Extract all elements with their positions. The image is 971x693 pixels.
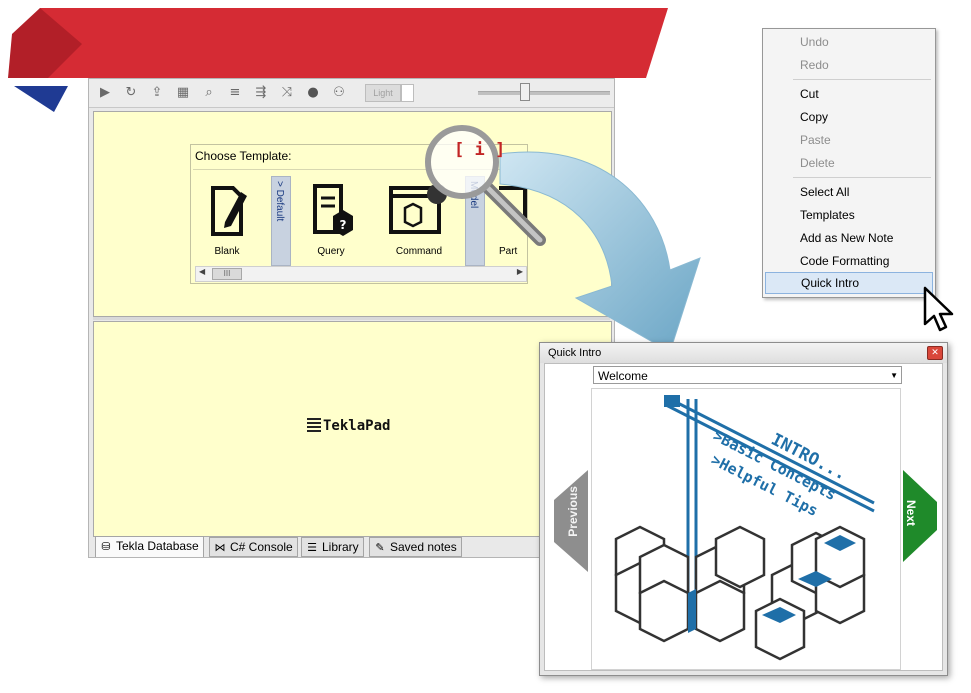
previous-button[interactable]: [554, 470, 588, 572]
brand-banner: [8, 8, 668, 112]
scrollbar-thumb[interactable]: III: [212, 268, 242, 280]
indent-icon[interactable]: ⇶: [255, 85, 267, 100]
next-label: Next: [904, 500, 918, 527]
scroll-left-icon[interactable]: ◀: [199, 267, 206, 276]
window-title: Quick Intro: [548, 347, 602, 359]
menu-separator: [793, 79, 931, 80]
menu-item-quick-intro[interactable]: Quick Intro: [765, 272, 933, 294]
table-icon[interactable]: ▦: [176, 85, 190, 100]
template-chooser-title: Choose Template:: [195, 149, 292, 163]
refresh-icon[interactable]: ↻: [125, 85, 137, 100]
quick-intro-body: Welcome▼ INTRO... >Basic Concepts >Helpf…: [544, 363, 943, 671]
svg-text:?: ?: [340, 218, 347, 232]
menu-item-undo[interactable]: Undo: [800, 35, 829, 49]
menu-item-redo[interactable]: Redo: [800, 58, 829, 72]
editor-pane[interactable]: Choose Template: Blank > Default: [93, 111, 612, 317]
template-label: Command: [395, 246, 443, 257]
zoom-slider-thumb[interactable]: [520, 83, 530, 101]
menu-item-code-formatting[interactable]: Code Formatting: [800, 254, 890, 268]
mouse-cursor-icon: [923, 286, 954, 332]
tab-saved-notes[interactable]: ✎Saved notes: [369, 537, 462, 557]
notes-pane[interactable]: TeklaPad: [93, 321, 612, 537]
template-label: Blank: [214, 246, 240, 257]
zoom-slider-track[interactable]: [478, 91, 610, 95]
quick-intro-window: Quick Intro ✕ Welcome▼ INTRO... >Basic C…: [539, 342, 948, 676]
tab-csharp-console[interactable]: ⋈C# Console: [209, 537, 298, 557]
info-tag: [ i ]: [454, 140, 506, 160]
teklapad-window: ▶ ↻ ⇪ ▦ ⌕ ≡ ⇶ ⤨ ● ⚇ Light Choose Templat…: [88, 78, 615, 558]
template-group-default[interactable]: > Default: [271, 176, 291, 266]
template-blank[interactable]: Blank: [195, 178, 259, 258]
intro-slide: INTRO... >Basic Concepts >Helpful Tips: [591, 388, 901, 670]
tab-tekla-database[interactable]: ⛁Tekla Database: [95, 536, 204, 557]
topic-select[interactable]: Welcome▼: [593, 366, 902, 384]
logo-lines-icon: [307, 418, 321, 432]
export-icon[interactable]: ⇪: [151, 85, 163, 100]
chevron-down-icon: ▼: [890, 371, 898, 380]
format-icon[interactable]: ≡: [229, 85, 241, 100]
teklapad-logo: TeklaPad: [307, 418, 390, 434]
run-icon[interactable]: ▶: [100, 85, 110, 100]
menu-item-cut[interactable]: Cut: [800, 87, 819, 101]
find-icon[interactable]: ⌕: [205, 85, 213, 100]
pointer-arrow-graphic: [499, 151, 701, 353]
menu-item-templates[interactable]: Templates: [800, 208, 855, 222]
previous-label: Previous: [566, 486, 580, 537]
template-query[interactable]: ? Query: [299, 178, 363, 258]
template-list: Blank > Default ? Query: [193, 169, 527, 294]
scroll-right-icon[interactable]: ▶: [516, 267, 523, 276]
light-theme-toggle[interactable]: Light: [365, 84, 401, 102]
visual-studio-icon: ⋈: [214, 541, 226, 554]
help-icon[interactable]: ●: [307, 85, 319, 100]
blank-document-icon: [211, 186, 247, 236]
clear-icon[interactable]: ⤨: [281, 85, 293, 100]
template-command[interactable]: Command: [387, 178, 451, 258]
tab-strip: ⛁Tekla Database ⋈C# Console ☰Library ✎Sa…: [95, 536, 614, 557]
database-icon: ⛁: [101, 540, 111, 553]
template-label: Query: [317, 246, 345, 257]
magnifier-icon: [425, 125, 546, 246]
query-icon: ?: [313, 184, 353, 236]
library-icon: ☰: [307, 541, 317, 554]
menu-item-select-all[interactable]: Select All: [800, 185, 850, 199]
theme-swatch[interactable]: [401, 84, 414, 102]
tab-library[interactable]: ☰Library: [301, 537, 364, 557]
context-menu: Undo Redo Cut Copy Paste Delete Select A…: [762, 28, 936, 298]
menu-item-copy[interactable]: Copy: [800, 110, 829, 124]
menu-item-add-as-new-note[interactable]: Add as New Note: [800, 231, 894, 245]
template-label: Part: [499, 246, 518, 257]
menu-item-delete[interactable]: Delete: [800, 156, 835, 170]
pane-splitter[interactable]: [93, 317, 610, 320]
menu-separator: [793, 177, 931, 178]
command-icon: [389, 184, 447, 234]
intro-illustration: INTRO... >Basic Concepts >Helpful Tips: [614, 395, 875, 661]
pencil-icon: ✎: [375, 541, 385, 554]
user-icon[interactable]: ⚇: [333, 85, 345, 100]
close-icon[interactable]: ✕: [927, 346, 943, 360]
toolbar: ▶ ↻ ⇪ ▦ ⌕ ≡ ⇶ ⤨ ● ⚇ Light: [89, 79, 614, 108]
next-button[interactable]: [903, 470, 937, 562]
template-chooser: Choose Template: Blank > Default: [190, 144, 528, 284]
template-scrollbar[interactable]: ◀ III ▶: [195, 266, 527, 282]
menu-item-paste[interactable]: Paste: [800, 133, 831, 147]
quick-intro-titlebar[interactable]: Quick Intro ✕: [540, 343, 947, 363]
